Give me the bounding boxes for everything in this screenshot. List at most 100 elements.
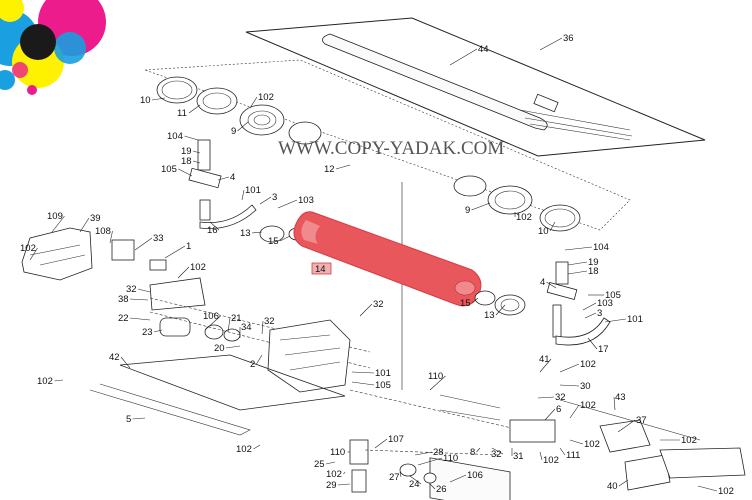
leader-line: [539, 358, 552, 373]
callout-c102h: 102: [584, 439, 600, 450]
callout-c26: 26: [436, 484, 447, 495]
leader-line: [225, 345, 241, 349]
callout-c110c: 110: [443, 453, 458, 464]
watermark-text: WWW.COPY-YADAK.COM: [278, 138, 504, 159]
callout-c32e: 32: [491, 449, 502, 460]
leader-line: [359, 303, 373, 317]
callout-c102k: 102: [543, 455, 559, 466]
leader-line: [491, 447, 504, 455]
callout-c106b: 106: [467, 470, 483, 481]
leader-line: [613, 396, 616, 411]
callout-c102b: 102: [516, 212, 532, 223]
leader-line: [188, 104, 201, 114]
callout-c19a: 19: [181, 146, 192, 157]
callout-c110b: 110: [330, 447, 345, 458]
callout-c15a: 15: [268, 236, 279, 247]
leader-line: [471, 297, 479, 304]
right-rings: [453, 175, 581, 232]
callout-c102j: 102: [236, 444, 252, 455]
leader-line: [51, 215, 65, 233]
callout-c102g: 102: [580, 400, 596, 411]
leader-line: [184, 135, 199, 141]
callout-c10b: 10: [538, 226, 549, 237]
leader-line: [151, 97, 166, 101]
callout-c25: 25: [314, 459, 325, 470]
callout-c102m: 102: [718, 486, 734, 497]
callout-c101c: 101: [375, 368, 391, 379]
callout-c33: 33: [153, 233, 164, 244]
callout-c42: 42: [109, 352, 120, 363]
callout-c20: 20: [214, 343, 225, 354]
leader-line: [54, 379, 64, 382]
callout-c108: 108: [95, 226, 111, 237]
callout-c102i: 102: [681, 435, 697, 446]
leader-line: [569, 439, 584, 445]
callout-c10a: 10: [140, 95, 151, 106]
leader-line: [217, 176, 230, 181]
callout-c15b: 15: [460, 298, 471, 309]
leader-line: [129, 298, 149, 301]
leader-line: [539, 451, 543, 461]
callout-c102f: 102: [37, 376, 53, 387]
callout-c110a: 110: [428, 371, 443, 382]
leader-line: [429, 375, 446, 391]
callout-c31: 31: [513, 451, 524, 462]
leader-line: [414, 451, 433, 456]
callout-c4b: 4: [540, 277, 545, 288]
leader-line: [587, 337, 598, 350]
callout-c37: 37: [636, 415, 647, 426]
callout-c8: 8: [470, 447, 475, 458]
leader-line: [549, 221, 556, 232]
callout-c102e: 102: [580, 359, 596, 370]
callout-c17: 17: [598, 344, 609, 355]
callout-c101b: 101: [627, 314, 643, 325]
callout-c9b: 9: [465, 205, 470, 216]
callout-c1: 1: [186, 241, 191, 252]
leader-line: [325, 461, 336, 465]
leader-line: [192, 150, 201, 154]
callout-c32a: 32: [126, 284, 137, 295]
callout-c19b: 19: [588, 257, 599, 268]
highlighted-roller-14[interactable]: 14: [293, 211, 482, 307]
leader-line: [204, 315, 221, 331]
leader-line: [351, 381, 375, 386]
callout-c32b: 32: [373, 299, 384, 310]
highlight-label: 14: [315, 264, 326, 275]
leader-line: [374, 438, 388, 449]
callout-c11: 11: [177, 108, 187, 119]
leader-line: [417, 457, 443, 466]
left-bracket: [188, 139, 257, 229]
callout-c23: 23: [142, 327, 153, 338]
callout-c105b: 105: [605, 290, 621, 301]
callout-c18b: 18: [588, 266, 599, 277]
leader-line: [137, 288, 151, 293]
leader-line: [567, 261, 588, 266]
leader-line: [617, 419, 636, 433]
leader-line: [134, 237, 153, 251]
leader-line: [495, 304, 506, 316]
leader-line: [164, 245, 186, 259]
callout-c43: 43: [615, 392, 626, 403]
callout-c32c: 32: [264, 316, 275, 327]
leader-line: [537, 396, 555, 399]
callout-c18a: 18: [181, 156, 192, 167]
leader-line: [79, 217, 90, 233]
leader-line: [351, 371, 375, 374]
callout-c22: 22: [118, 313, 129, 324]
callout-c12: 12: [324, 164, 335, 175]
callout-c103a: 103: [298, 195, 314, 206]
leader-line: [582, 302, 597, 311]
callout-c102a: 102: [258, 92, 274, 103]
callout-c104a: 104: [167, 131, 183, 142]
leader-line: [277, 199, 298, 209]
leader-line: [559, 384, 580, 387]
callout-c32d: 32: [555, 392, 566, 403]
callout-c107: 107: [388, 434, 404, 445]
callout-c105a: 105: [161, 164, 177, 175]
leader-line: [241, 189, 245, 201]
callout-c102l: 102: [326, 469, 342, 480]
callout-c4a: 4: [230, 172, 235, 183]
leader-line: [604, 318, 627, 323]
callout-c39: 39: [90, 213, 101, 224]
